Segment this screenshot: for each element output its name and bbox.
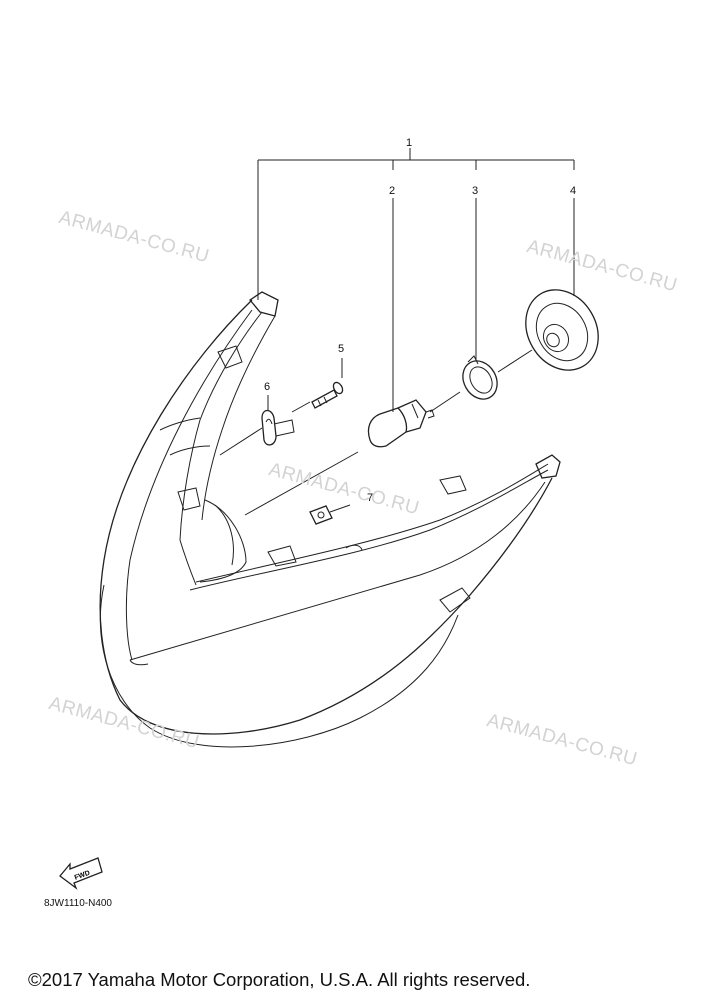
rubber-cover-part-4 — [525, 289, 599, 371]
copyright-notice: ©2017 Yamaha Motor Corporation, U.S.A. A… — [28, 969, 531, 990]
screw-part-5 — [311, 381, 344, 409]
assembly-axis-lines — [219, 349, 533, 516]
callout-3: 3 — [472, 185, 478, 197]
callout-2: 2 — [389, 185, 395, 197]
nut-part-7 — [309, 505, 333, 525]
clamp-part-6 — [261, 409, 295, 446]
fwd-arrow-icon: FWD — [59, 857, 103, 890]
callout-bracket — [257, 148, 575, 513]
headlight-bulb-part-2 — [367, 399, 435, 448]
callout-5: 5 — [338, 343, 344, 355]
bulb-holder-part-3 — [462, 355, 498, 400]
callout-6: 6 — [264, 381, 270, 393]
diagram-code: 8JW1110-N400 — [44, 898, 112, 909]
headlight-housing — [99, 291, 561, 748]
callout-4: 4 — [570, 185, 576, 197]
callout-1: 1 — [406, 137, 412, 149]
callout-7: 7 — [367, 492, 373, 504]
